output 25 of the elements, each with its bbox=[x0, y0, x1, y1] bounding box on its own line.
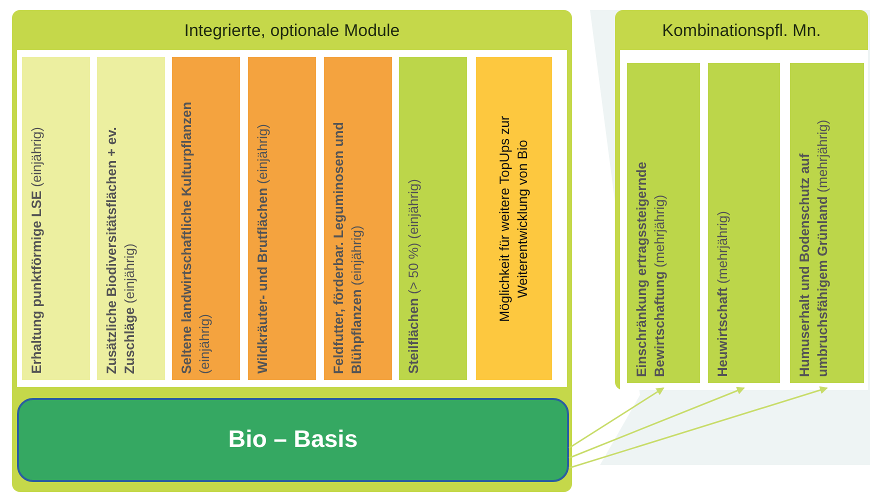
module-text: Seltene landwirtschaftliche Kulturpflanzen (einjährig) bbox=[178, 100, 213, 374]
arrow bbox=[568, 386, 745, 459]
module-panel bbox=[615, 10, 868, 390]
module-column bbox=[22, 57, 90, 380]
module-column bbox=[248, 57, 316, 380]
module-column bbox=[627, 63, 700, 383]
arrow bbox=[568, 386, 828, 469]
module-column bbox=[476, 57, 552, 380]
module-column bbox=[399, 57, 467, 380]
module-column bbox=[324, 57, 392, 380]
panel-title: Integrierte, optionale Module bbox=[183, 20, 401, 42]
module-column bbox=[172, 57, 240, 380]
module-text: Erhaltung punktförmige LSE (einjährig) bbox=[28, 127, 45, 374]
module-text: Steilflächen (> 50 %) (einjährig) bbox=[405, 179, 422, 374]
module-text: Möglichkeit für weitere TopUps zur Weiterentwicklung von Bio bbox=[496, 114, 531, 324]
module-column bbox=[790, 63, 864, 383]
module-column bbox=[97, 57, 165, 380]
base-label: Bio – Basis bbox=[228, 425, 358, 455]
module-text: Heuwirtschaft (mehrjährig) bbox=[714, 211, 731, 377]
module-text: Wildkräuter- und Brutflächen (einjährig) bbox=[254, 124, 271, 374]
module-column bbox=[708, 63, 780, 383]
base-box bbox=[17, 398, 569, 482]
module-panel bbox=[12, 10, 572, 492]
panel-title: Kombinationspfl. Mn. bbox=[661, 20, 822, 42]
arrow bbox=[568, 387, 664, 449]
